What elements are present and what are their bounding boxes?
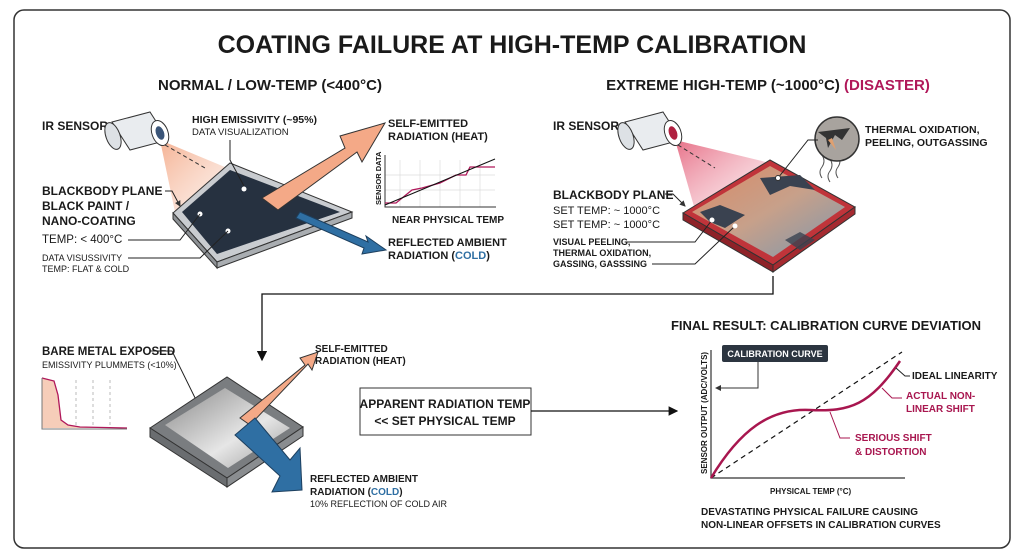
self-emitted-label-2: RADIATION (HEAT) [388, 131, 488, 143]
apparent-line-1: APPARENT RADIATION TEMP [360, 397, 531, 411]
temp-label: TEMP: < 400°C [42, 234, 122, 246]
visussivity-label-2: TEMP: FLAT & COLD [42, 264, 130, 274]
reflected-2-2: RADIATION (COLD) [310, 487, 403, 498]
emissivity-label: HIGH EMISSIVITY (~95%) [192, 114, 317, 126]
final-heading: FINAL RESULT: CALIBRATION CURVE DEVIATIO… [671, 318, 981, 333]
ir-sensor-icon-2 [617, 111, 683, 151]
magnifier-icon [814, 116, 860, 162]
sensor-beam [160, 140, 232, 212]
cold-arrow-2 [234, 417, 303, 493]
ir-sensor-icon [104, 111, 170, 151]
ideal-label: IDEAL LINEARITY [912, 371, 998, 382]
heat-arrow-2 [239, 351, 319, 426]
reflected-2-1: REFLECTED AMBIENT [310, 474, 418, 485]
serious-label-2: & DISTORTION [855, 447, 926, 458]
mini-chart-ylabel: SENSOR DATA [374, 151, 383, 205]
heat-arrow [261, 122, 387, 211]
emissivity-sub: DATA VISUALIZATION [192, 127, 289, 138]
reflected-label-1: REFLECTED AMBIENT [388, 237, 507, 249]
conclusion-1: DEVASTATING PHYSICAL FAILURE CAUSING [701, 507, 918, 518]
failure-panel: BARE METAL EXPOSED EMISSIVITY PLUMMETS (… [41, 344, 679, 509]
self-emitted-2-2: RADIATION (HEAT) [315, 356, 406, 367]
plane-label-1: BLACKBODY PLANE [42, 184, 162, 198]
y-axis-label: SENSOR OUTPUT (ADC/VOLTS) [700, 352, 709, 474]
set-temp-1: SET TEMP: ~ 1000°C [553, 205, 660, 217]
calibration-badge-label: CALIBRATION CURVE [727, 349, 822, 359]
ir-sensor-label-2: IR SENSOR [553, 119, 619, 133]
conclusion-2: NON-LINEAR OFFSETS IN CALIBRATION CURVES [701, 520, 941, 531]
normal-heading: NORMAL / LOW-TEMP (<400°C) [158, 77, 382, 94]
actual-label-2: LINEAR SHIFT [906, 404, 975, 415]
plummets-label: EMISSIVITY PLUMMETS (<10%) [42, 360, 177, 370]
actual-curve [709, 360, 902, 479]
calibration-badge [722, 345, 828, 362]
peeling-label-3: GASSING, GASSSING [553, 259, 647, 269]
oxidation-label-1: THERMAL OXIDATION, [865, 124, 980, 136]
ideal-line [710, 351, 903, 479]
x-axis-label: PHYSICAL TEMP (°C) [770, 487, 851, 496]
plane-label-2: BLACK PAINT / [42, 199, 130, 213]
peeling-label-2: THERMAL OXIDATION, [553, 248, 651, 258]
oxidation-label-2: PEELING, OUTGASSING [865, 137, 988, 149]
emissivity-drop-chart [41, 377, 128, 430]
extreme-panel: EXTREME HIGH-TEMP (~1000°C) (DISASTER) I… [553, 77, 988, 273]
visussivity-label-1: DATA VISUSSIVITY [42, 253, 122, 263]
cold-arrow [295, 211, 388, 255]
plane-label-3: NANO-COATING [42, 214, 136, 228]
mini-chart-xlabel: NEAR PHYSICAL TEMP [392, 215, 504, 226]
self-emitted-label-1: SELF-EMITTED [388, 118, 468, 130]
serious-label-1: SERIOUS SHIFT [855, 433, 932, 444]
ir-sensor-label: IR SENSOR [42, 119, 108, 133]
page-title: COATING FAILURE AT HIGH-TEMP CALIBRATION [218, 31, 807, 59]
self-emitted-2-1: SELF-EMITTED [315, 344, 388, 355]
peeling-label-1: VISUAL PEELING, [553, 237, 630, 247]
damaged-blackbody-plate [682, 159, 856, 273]
reflected-label-2: RADIATION (COLD) [388, 250, 490, 262]
bare-metal-label: BARE METAL EXPOSED [42, 346, 175, 358]
beam-axis [164, 144, 206, 169]
normal-panel: NORMAL / LOW-TEMP (<400°C) IR SENSOR HIG… [42, 77, 507, 274]
sensor-mini-chart: SENSOR DATA NEAR PHYSICAL TEMP [374, 151, 504, 226]
apparent-temp-box [359, 387, 532, 436]
actual-label-1: ACTUAL NON- [906, 391, 975, 402]
apparent-line-2: << SET PHYSICAL TEMP [374, 414, 515, 428]
reflection-note: 10% REFLECTION OF COLD AIR [310, 499, 448, 509]
extreme-heading: EXTREME HIGH-TEMP (~1000°C) (DISASTER) [606, 77, 930, 94]
plane-label: BLACKBODY PLANE [553, 188, 673, 202]
set-temp-2: SET TEMP: ~ 1000°C [553, 219, 660, 231]
flow-connector [256, 276, 774, 362]
final-panel: FINAL RESULT: CALIBRATION CURVE DEVIATIO… [671, 318, 998, 531]
